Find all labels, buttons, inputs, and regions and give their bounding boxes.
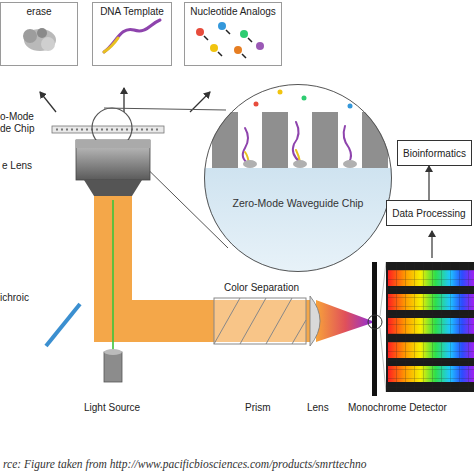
- chip-label: Zero-Mode Waveguide Chip: [233, 197, 364, 209]
- focusing-cone: [316, 300, 375, 342]
- nucleotide-icon-part: [210, 44, 218, 52]
- detector-spot: [368, 315, 382, 329]
- prism-part: [214, 298, 306, 344]
- polymerase-icon-part: [41, 37, 55, 51]
- zmw-zoom-view-part-part: [243, 128, 249, 164]
- zmw-zoom-view-part-part: [293, 122, 300, 162]
- polymerase-icon-part: [23, 29, 37, 43]
- dichroic-mirror: [46, 304, 80, 346]
- box-label: Bioinformatics: [403, 148, 466, 159]
- process-box: Data Processing: [386, 200, 472, 226]
- nucleotide-icon-part: [218, 22, 226, 30]
- spectrum-image-part: [386, 262, 474, 392]
- part-label: Monochrome Detector: [348, 402, 447, 414]
- nucleotide-icon-part: [204, 30, 252, 58]
- box-label: Data Processing: [392, 208, 465, 219]
- objective-lens-part: [84, 180, 142, 196]
- zmw-zoom-view-part: [278, 90, 283, 95]
- component-box: DNA Template: [92, 2, 172, 66]
- process-box: Bioinformatics: [397, 140, 472, 166]
- box-label: Nucleotide Analogs: [190, 6, 276, 17]
- prism-part: [214, 298, 306, 344]
- spectrum-leaders-part: [380, 262, 386, 316]
- spectrum-image-part: [386, 262, 474, 392]
- objective-lens-part: [76, 140, 150, 180]
- nucleotide-icon-part: [256, 42, 264, 50]
- zmw-zoom-view-part: [254, 102, 259, 107]
- dna-template-icon-part: [104, 20, 160, 52]
- part-label: Prism: [245, 402, 271, 414]
- dna-template-icon-part: [104, 38, 118, 52]
- component-arrows-part: [40, 92, 56, 112]
- objective-lens: [76, 140, 150, 196]
- component-box: erase: [0, 2, 78, 66]
- polymerase-icon-part: [37, 28, 47, 38]
- zmw-zoom-view-part: [243, 122, 351, 164]
- zmw-chip: [52, 126, 164, 133]
- objective-lens-part: [76, 140, 150, 148]
- light-source-part: [104, 352, 122, 382]
- spectrum-leaders-part: [380, 328, 386, 392]
- zmw-zoom-view-part: [293, 160, 307, 168]
- excitation-beam: [112, 200, 114, 352]
- zmw-zoom-view-part: [348, 104, 353, 109]
- zoom-lines-part: [104, 108, 226, 110]
- zmw-zoom-view-part-part: [344, 126, 351, 162]
- spectrum-leaders: [380, 262, 386, 392]
- figure-caption: rce: Figure taken from http://www.pacifi…: [3, 458, 471, 470]
- zmw-zoom-view-part: [200, 168, 400, 278]
- nucleotide-icon-part: [240, 30, 248, 38]
- polymerase-icon: [23, 28, 56, 51]
- part-label: ichroic: [0, 292, 29, 304]
- nucleotide-icon-part: [234, 46, 242, 54]
- focusing-lens: [310, 296, 320, 346]
- nucleotide-icon: [196, 22, 264, 58]
- zmw-zoom-view: [200, 80, 400, 280]
- flow-arrow: [428, 166, 429, 200]
- part-label: Color Separation: [224, 282, 299, 294]
- box-label: erase: [26, 6, 51, 17]
- zmw-zoom-view-part: [243, 160, 257, 168]
- zmw-zoom-view-part: [302, 96, 307, 101]
- dna-template-icon: [104, 20, 160, 52]
- zmw-zoom-view-part: [212, 112, 238, 168]
- light-source-part: [104, 349, 122, 355]
- zoom-circle: Zero-Mode Waveguide Chip: [204, 84, 392, 272]
- spectrum-image: [386, 262, 474, 392]
- nucleotide-icon-part: [196, 28, 204, 36]
- zmw-zoom-view-part: [362, 112, 388, 168]
- polymerase-icon-part: [24, 29, 56, 51]
- part-label: e Lens: [2, 160, 32, 172]
- data-arrow: [431, 231, 432, 258]
- box-label: DNA Template: [100, 6, 164, 17]
- zmw-zoom-view-part: [343, 160, 357, 168]
- part-label: o-Mode de Chip: [0, 111, 46, 135]
- zmw-zoom-view-part: [312, 112, 338, 168]
- part-label: Light Source: [84, 402, 140, 414]
- light-source: [104, 349, 122, 382]
- zmw-chip-holes: [56, 129, 160, 131]
- prism: [214, 298, 306, 344]
- component-box: Nucleotide Analogs: [184, 2, 282, 66]
- zmw-zoom-view-part: [262, 112, 288, 168]
- part-label: Lens: [307, 402, 329, 414]
- zmw-zoom-view-part: [200, 80, 400, 280]
